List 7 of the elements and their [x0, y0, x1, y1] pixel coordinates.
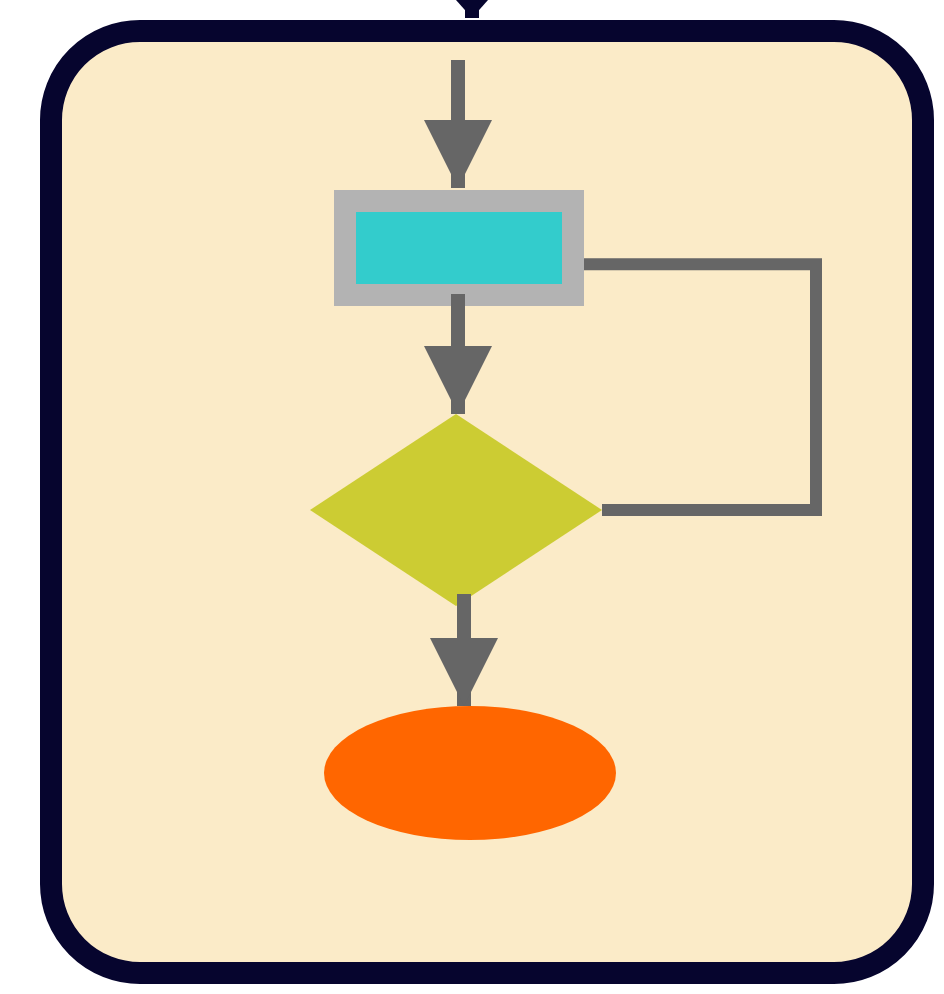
process-box	[334, 190, 584, 306]
connector-line	[584, 258, 822, 516]
arrow	[424, 294, 492, 414]
arrow	[424, 60, 492, 188]
decision-diamond	[310, 414, 602, 606]
rounded-panel	[40, 20, 934, 984]
arrow	[430, 594, 498, 706]
